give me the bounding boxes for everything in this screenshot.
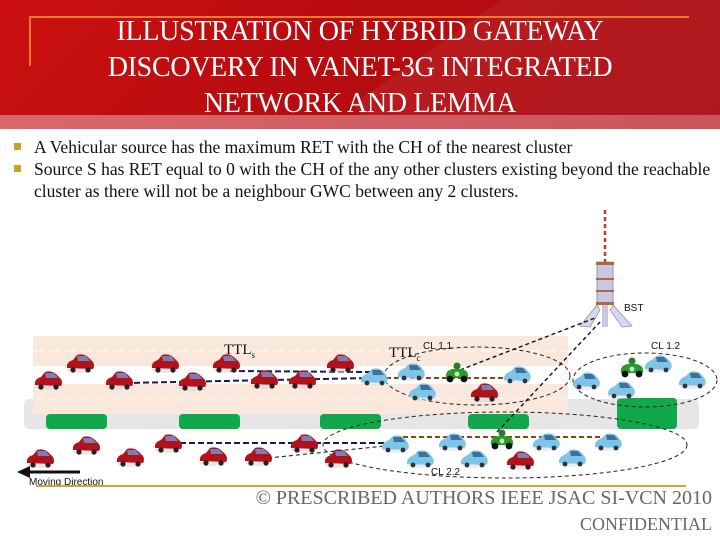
bullet-text: A Vehicular source has the maximum RET w…	[34, 137, 573, 157]
ttl-c-sub: c	[416, 353, 421, 363]
title-band	[0, 0, 720, 115]
ttl-c-base: TTL	[389, 345, 417, 361]
bullet-marker-icon	[14, 143, 21, 150]
ttl-s-sub: s	[251, 350, 256, 360]
cluster-ellipse-cl12	[572, 352, 718, 408]
confidential-text: CONFIDENTIAL	[580, 514, 712, 534]
ttl-c-label: TTLc	[389, 345, 421, 363]
gateway-block	[617, 398, 677, 429]
title-line-1: ILLUSTRATION OF HYBRID GATEWAY	[116, 16, 604, 47]
cluster-label-cl12: CL 1.2	[651, 341, 681, 352]
title-line-3: NETWORK AND LEMMA	[203, 88, 517, 119]
cluster-label-cl11: CL 1.1	[423, 341, 453, 352]
cluster-label-cl22: CL 2.2	[431, 467, 461, 478]
gateway-block	[46, 414, 107, 429]
gateway-block	[179, 414, 240, 429]
footer-divider	[36, 485, 686, 487]
title-line-2: DISCOVERY IN VANET-3G INTEGRATED	[107, 52, 613, 83]
ttl-s-label: TTLs	[224, 342, 255, 360]
ttl-s-base: TTL	[224, 342, 252, 358]
bullet-item: Source S has RET equal to 0 with the CH …	[12, 158, 712, 202]
moving-direction-label: Moving Direction	[29, 477, 104, 488]
gateway-block	[468, 414, 529, 429]
bullet-marker-icon	[14, 165, 21, 172]
title-stripe	[0, 115, 720, 129]
arrow-left-icon	[17, 466, 30, 478]
cluster-ellipse-cl22	[322, 411, 688, 479]
title-frame-line-left	[29, 16, 31, 66]
gateway-block	[320, 414, 381, 429]
bullet-text: Source S has RET equal to 0 with the CH …	[34, 159, 711, 201]
slide-title: ILLUSTRATION OF HYBRID GATEWAY DISCOVERY…	[40, 14, 680, 122]
base-station-tower-icon	[579, 210, 633, 328]
bullet-list: A Vehicular source has the maximum RET w…	[12, 136, 712, 202]
copyright-text: © PRESCRIBED AUTHORS IEEE JSAC SI-VCN 20…	[255, 487, 712, 509]
bullet-item: A Vehicular source has the maximum RET w…	[12, 136, 712, 158]
title-frame-line	[29, 16, 689, 18]
tower-label: BST	[624, 303, 644, 314]
